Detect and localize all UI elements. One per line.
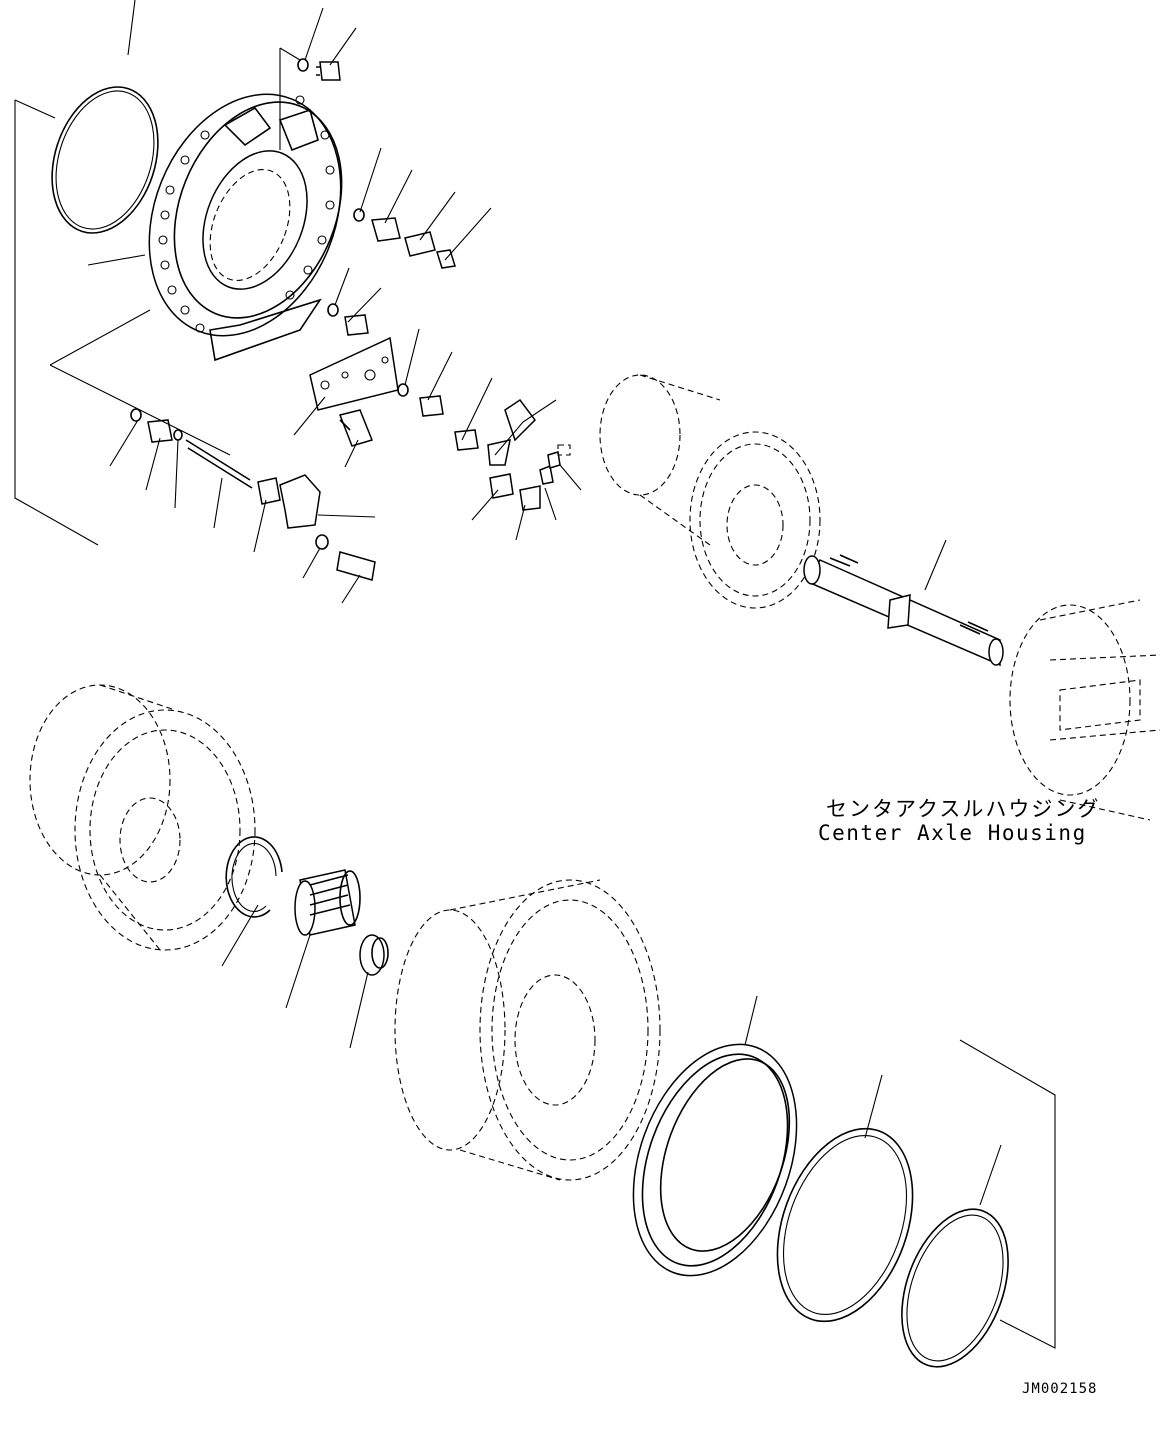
wheel-hub xyxy=(394,879,661,1181)
small-fittings xyxy=(297,58,571,511)
retaining-ring xyxy=(901,1208,1009,1368)
floating-seal xyxy=(632,1043,798,1277)
center-axle-housing xyxy=(1009,599,1161,821)
brake-housing-plate xyxy=(148,93,343,362)
seal-ring xyxy=(776,1127,914,1323)
bracket-plate xyxy=(309,336,399,447)
leader-lines xyxy=(14,0,1056,1349)
planetary-carrier xyxy=(29,684,256,951)
drawing-code: JM002158 xyxy=(1022,1381,1098,1397)
housing-bolt-holes xyxy=(158,95,335,333)
axle-flange-hub xyxy=(599,374,821,609)
center-axle-housing-label-en: Center Axle Housing xyxy=(818,821,1087,845)
large-o-ring xyxy=(51,86,159,234)
adjuster-rod-assembly xyxy=(130,408,376,581)
center-axle-housing-label-jp: センタアクスルハウジング xyxy=(826,797,1101,821)
snap-ring-bearing-collar xyxy=(225,836,389,976)
axle-shaft xyxy=(803,554,1004,667)
